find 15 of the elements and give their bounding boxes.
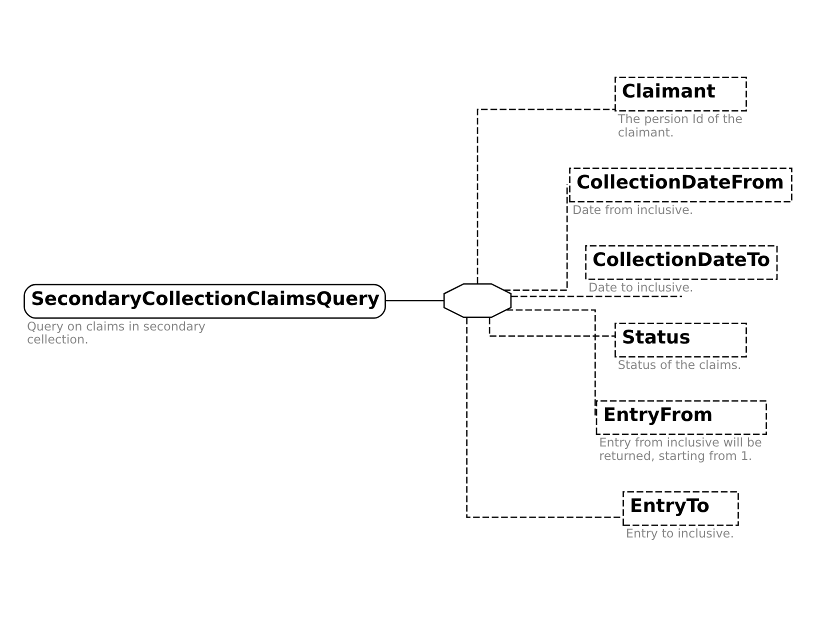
connector	[511, 295, 682, 297]
node-label: Entry to inclusive.	[626, 526, 734, 540]
node-label: Query on claims in secondary cellection.	[26, 318, 206, 346]
node-label: Date from inclusive.	[572, 202, 694, 217]
connector	[488, 317, 615, 336]
node-label: Status of the claims.	[618, 358, 742, 372]
node-label: Entry from inclusive will be returned, starting from 1.	[599, 435, 762, 463]
node-label: The persion Id of the claimant.	[618, 112, 743, 139]
node-label: Date to inclusive.	[588, 280, 694, 294]
connector	[504, 184, 568, 290]
connector	[386, 299, 444, 301]
node-octagon	[443, 282, 512, 318]
connector	[466, 317, 623, 518]
connector	[476, 108, 615, 284]
connector	[506, 308, 596, 416]
